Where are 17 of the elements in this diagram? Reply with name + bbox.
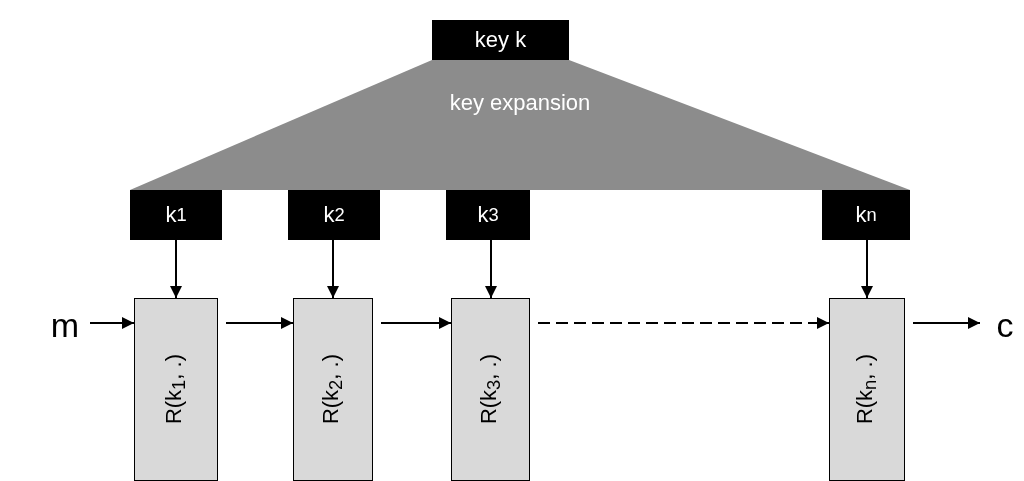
arrow	[537, 317, 830, 329]
round-box	[451, 298, 530, 481]
arrow	[225, 317, 294, 329]
arrow	[327, 239, 339, 299]
arrow	[380, 317, 452, 329]
expansion-label: key expansion	[449, 90, 591, 116]
round-box	[829, 298, 905, 481]
arrow	[170, 239, 182, 299]
arrow	[485, 239, 497, 299]
round-box	[293, 298, 373, 481]
output-label: c	[985, 300, 1024, 350]
arrow	[861, 239, 873, 299]
arrow	[89, 317, 135, 329]
input-label: m	[40, 300, 90, 350]
arrow	[912, 317, 981, 329]
key-box: key k	[432, 20, 569, 60]
round-box	[134, 298, 218, 481]
